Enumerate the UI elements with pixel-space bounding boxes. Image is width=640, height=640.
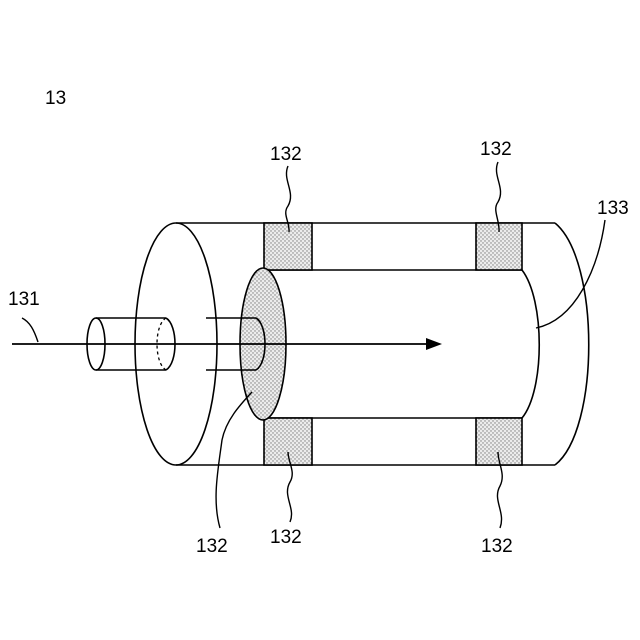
label-133: 133 bbox=[597, 198, 629, 219]
label-132-bottom-left: 132 bbox=[270, 527, 302, 548]
label-132-top-right: 132 bbox=[480, 139, 512, 160]
leader-lines bbox=[22, 162, 605, 528]
flow-arrow bbox=[12, 338, 442, 350]
label-132-bottom-right: 132 bbox=[481, 536, 513, 557]
label-131: 131 bbox=[8, 289, 40, 310]
label-132-top-left: 132 bbox=[270, 144, 302, 165]
seal-band-bottom-left bbox=[264, 418, 312, 465]
label-132-inner-disc: 132 bbox=[196, 536, 228, 557]
seal-band-top-left bbox=[264, 223, 312, 270]
figure-number: 13 bbox=[45, 88, 66, 109]
